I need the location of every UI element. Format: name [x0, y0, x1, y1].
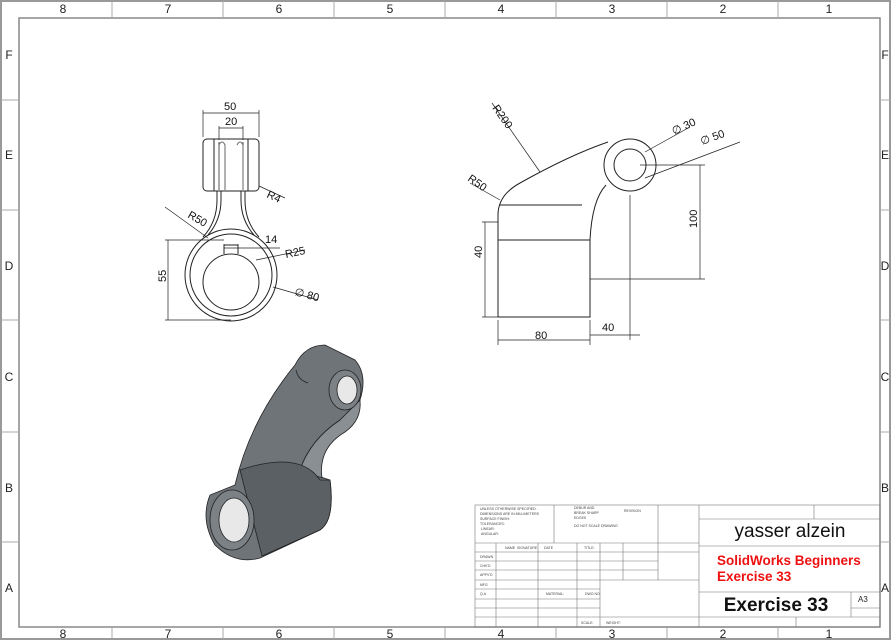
dim-d80: ∅ 80 — [293, 286, 320, 304]
tb-do-not-scale: DO NOT SCALE DRAWING — [574, 524, 618, 528]
dim-r50-side: R50 — [465, 173, 488, 194]
drawing-title: Exercise 33 — [724, 595, 829, 616]
author-name: yasser alzein — [735, 521, 846, 542]
zone-col: 7 — [165, 2, 172, 16]
inner-frame — [18, 17, 881, 628]
zone-row: D — [881, 259, 890, 273]
tb-finish: DEBUR AND — [574, 506, 595, 510]
title-block — [474, 504, 881, 628]
zone-row: A — [5, 581, 13, 595]
dim-d30: ∅ 30 — [670, 116, 698, 137]
dim-20: 20 — [225, 116, 237, 128]
tb-note: DIMENSIONS ARE IN MILLIMETERS — [480, 512, 540, 516]
tb-finish: BREAK SHARP — [574, 511, 600, 515]
zone-row: F — [881, 48, 888, 62]
zone-row: D — [5, 259, 14, 273]
tb-note: ANGULAR: — [481, 532, 499, 536]
tb-row-mfg: MFG — [480, 583, 488, 587]
dim-80: 80 — [535, 330, 547, 342]
tb-row-appvd: APPV'D — [480, 573, 493, 577]
zone-col: 2 — [720, 627, 727, 640]
zone-col: 7 — [165, 627, 172, 640]
title-line-2: Exercise 33 — [717, 569, 792, 584]
dim-100: 100 — [688, 210, 700, 228]
zone-col: 6 — [276, 2, 283, 16]
dim-r25: R25 — [284, 245, 306, 261]
tb-weight: WEIGHT: — [606, 621, 621, 625]
dim-r50: R50 — [186, 209, 209, 229]
title-line-1: SolidWorks Beginners — [717, 553, 861, 568]
front-view-dims: 50 20 R4 R50 14 R25 ∅ 80 55 — [157, 101, 320, 304]
tb-col-name: NAME — [505, 546, 516, 550]
dim-40-h: 40 — [473, 246, 485, 258]
tb-row-qa: Q.A — [480, 592, 487, 596]
side-view — [469, 102, 741, 345]
zone-col: 4 — [498, 2, 505, 16]
dim-r200: R200 — [490, 103, 515, 131]
zone-row: B — [5, 481, 13, 495]
zone-row: A — [881, 581, 889, 595]
zone-row: E — [5, 148, 13, 162]
zone-col: 2 — [720, 2, 727, 16]
tb-col-date: DATE — [544, 546, 554, 550]
tb-dwg-no: DWG NO. — [585, 592, 601, 596]
tb-note: LINEAR: — [481, 527, 495, 531]
dim-40-w: 40 — [602, 322, 614, 334]
title-block-text: UNLESS OTHERWISE SPECIFIED: DIMENSIONS A… — [480, 506, 641, 625]
tb-note: SURFACE FINISH: — [480, 517, 510, 521]
dim-r4: R4 — [265, 189, 283, 206]
tb-note: TOLERANCES: — [480, 522, 505, 526]
dim-50: 50 — [224, 101, 236, 113]
dim-55: 55 — [157, 270, 169, 282]
tb-col-title: TITLE: — [584, 546, 595, 550]
tb-note: UNLESS OTHERWISE SPECIFIED: — [480, 507, 537, 511]
isometric-view — [205, 344, 364, 561]
side-view-dims: R200 ∅ 30 ∅ 50 R50 100 40 80 40 — [465, 103, 726, 342]
zone-col: 5 — [387, 627, 394, 640]
zone-col: 3 — [609, 2, 616, 16]
tb-scale: SCALE: — [581, 621, 593, 625]
dim-14: 14 — [265, 234, 277, 246]
dim-d50: ∅ 50 — [699, 128, 726, 148]
tb-col-signature: SIGNATURE — [517, 546, 538, 550]
zone-col: 3 — [609, 627, 616, 640]
zone-col: 1 — [826, 2, 833, 16]
zone-row: F — [5, 48, 12, 62]
zone-col: 8 — [60, 627, 67, 640]
tb-row-drawn: DRAWN — [480, 555, 494, 559]
tb-row-chkd: CHK'D — [480, 564, 491, 568]
zone-row: E — [881, 148, 889, 162]
zone-col: 4 — [498, 627, 505, 640]
zone-labels: 8 7 6 5 4 3 2 1 8 7 6 5 4 3 2 1 F E D C … — [5, 2, 890, 640]
sheet-size: A3 — [858, 595, 868, 604]
zone-row: B — [881, 481, 889, 495]
tb-finish: EDGES — [574, 516, 587, 520]
zone-col: 8 — [60, 2, 67, 16]
zone-row: C — [881, 370, 890, 384]
zone-col: 6 — [276, 627, 283, 640]
tb-material: MATERIAL: — [546, 592, 564, 596]
front-view — [164, 110, 319, 322]
zone-row: C — [5, 370, 14, 384]
tb-revision: REVISION — [624, 509, 641, 513]
zone-col: 5 — [387, 2, 394, 16]
zone-col: 1 — [826, 627, 833, 640]
